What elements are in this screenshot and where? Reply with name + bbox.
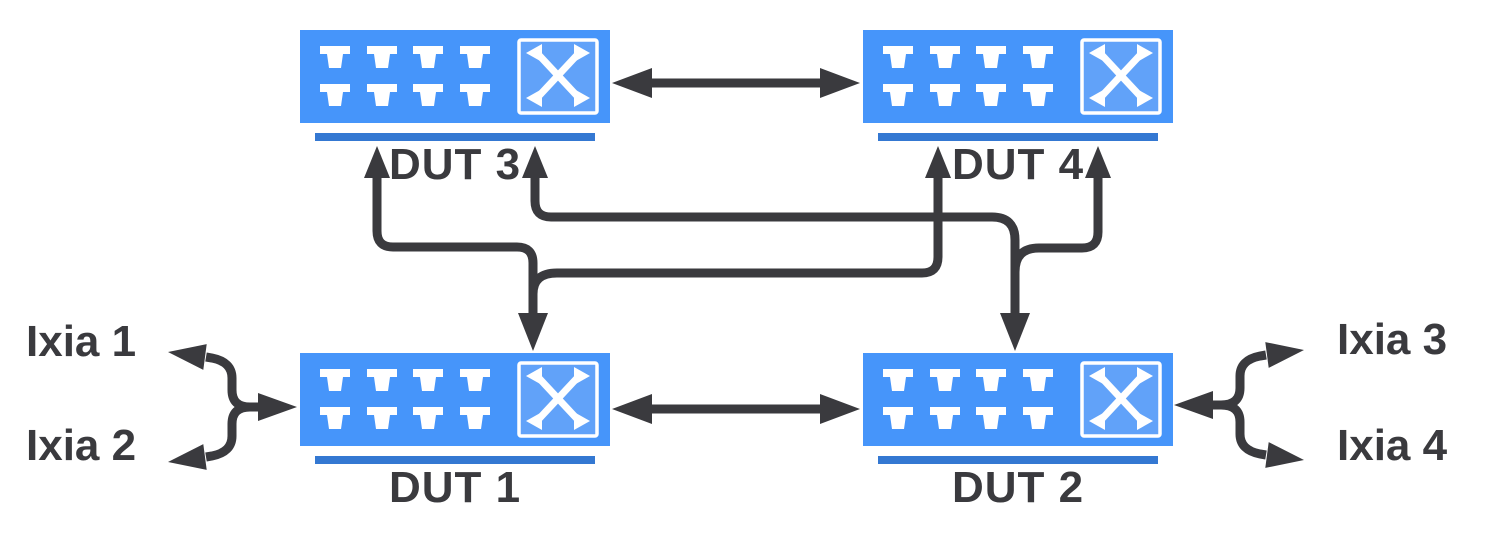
ethernet-port-icon [930, 84, 960, 106]
ethernet-port-icon [930, 407, 960, 429]
ethernet-port-icon [883, 84, 913, 106]
ethernet-port-icon [930, 46, 960, 68]
dut3-underline [315, 133, 595, 141]
ethernet-port-icon [1023, 84, 1053, 106]
dut1-underline [315, 456, 595, 464]
ethernet-port-icon [367, 407, 397, 429]
dut4-switch-graphic [883, 30, 1173, 123]
switch-crossbar-icon [1082, 363, 1160, 436]
dut4-label: DUT 4 [951, 140, 1085, 189]
ethernet-port-icon [413, 46, 443, 68]
ethernet-port-icon [930, 369, 960, 391]
switch-crossbar-icon [519, 40, 597, 113]
ethernet-port-icon [976, 46, 1006, 68]
ethernet-port-icon [976, 407, 1006, 429]
ethernet-port-icon [460, 46, 490, 68]
ethernet-port-icon [320, 84, 350, 106]
dut2-label: DUT 2 [951, 463, 1085, 512]
link-ixia-dut1 [168, 344, 297, 470]
dut1-label: DUT 1 [388, 463, 522, 512]
dut2-switch-box [863, 353, 1173, 446]
link-dut1-dut2 [612, 394, 860, 424]
ixia3-label: Ixia 3 [1337, 315, 1448, 364]
ixia4-label: Ixia 4 [1337, 421, 1448, 470]
link-dut2-dut3 [522, 146, 1030, 351]
dut1-switch-box [300, 353, 610, 446]
switch-crossbar-icon [519, 363, 597, 436]
link-dut1-dut4 [528, 146, 951, 295]
ethernet-port-icon [460, 84, 490, 106]
dut3-switch-graphic [320, 30, 610, 123]
link-dut3-dut4 [612, 68, 860, 98]
ethernet-port-icon [1023, 407, 1053, 429]
ethernet-port-icon [413, 84, 443, 106]
ethernet-port-icon [320, 407, 350, 429]
ethernet-port-icon [320, 46, 350, 68]
ethernet-port-icon [460, 369, 490, 391]
ethernet-port-icon [367, 369, 397, 391]
ixia1-label: Ixia 1 [26, 317, 137, 366]
ethernet-port-icon [320, 369, 350, 391]
ethernet-port-icon [367, 84, 397, 106]
ethernet-port-icon [367, 46, 397, 68]
ethernet-port-icon [413, 369, 443, 391]
dut1-switch-graphic [320, 353, 610, 446]
dut2-underline [878, 456, 1158, 464]
dut3-label: DUT 3 [388, 140, 522, 189]
ethernet-port-icon [1023, 46, 1053, 68]
link-ixia-dut2 [1174, 342, 1304, 468]
ethernet-port-icon [883, 407, 913, 429]
ethernet-port-icon [976, 369, 1006, 391]
ethernet-port-icon [976, 84, 1006, 106]
dut2-switch-graphic [883, 353, 1173, 446]
dut4-underline [878, 133, 1158, 141]
dut4-switch-box [863, 30, 1173, 123]
ethernet-port-icon [413, 407, 443, 429]
ethernet-port-icon [460, 407, 490, 429]
ethernet-port-icon [1023, 369, 1053, 391]
switch-crossbar-icon [1082, 40, 1160, 113]
ixia2-label: Ixia 2 [26, 421, 137, 470]
link-dut1-dut3 [364, 146, 548, 351]
ethernet-port-icon [883, 46, 913, 68]
link-dut2-dut4 [1010, 146, 1111, 273]
dut3-switch-box [300, 30, 610, 123]
ethernet-port-icon [883, 369, 913, 391]
